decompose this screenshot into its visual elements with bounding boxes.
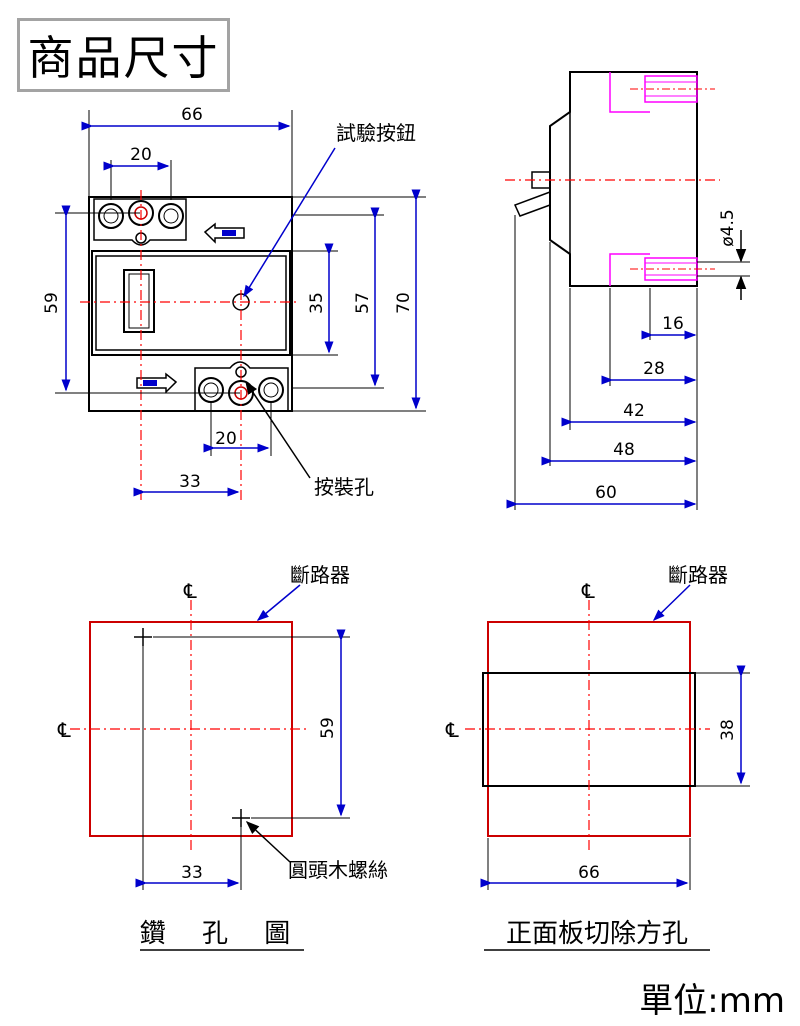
side-view: ø4.5 16 28 42 48 60 (505, 71, 750, 510)
dim-text-drill-33: 33 (181, 863, 203, 883)
dim-text-66: 66 (181, 105, 203, 125)
top-terminal-left (98, 203, 124, 229)
handle-inner (128, 273, 150, 329)
cutout-cl-left: ℄ (445, 718, 459, 742)
cutout-diagram: 38 66 ℄ ℄ 斷路器 正面板切除方孔 (445, 563, 750, 951)
top-terminal-right (158, 203, 184, 229)
dim-text-60: 60 (595, 483, 617, 503)
leader-test-button (243, 147, 336, 298)
leader-mount-hole (245, 380, 311, 479)
dim-text-28: 28 (643, 359, 665, 379)
dim-text-20-top: 20 (130, 145, 152, 165)
dim-text-16: 16 (662, 314, 684, 334)
cutout-cl-top: ℄ (581, 579, 595, 603)
dim-text-33-front: 33 (179, 472, 201, 492)
dim-text-20-bottom: 20 (215, 429, 237, 449)
leader-breaker-2 (652, 584, 691, 622)
caption-drill: 鑽 孔 圖 (140, 919, 305, 949)
label-breaker-2: 斷路器 (668, 563, 728, 587)
front-window-frame (91, 250, 291, 356)
caption-cutout: 正面板切除方孔 (506, 919, 688, 949)
leader-round-screw (245, 820, 291, 863)
dim-text-cutout-66: 66 (578, 863, 600, 883)
drill-diagram: 59 33 ℄ ℄ 斷路器 圓頭木螺絲 鑽 孔 圖 (57, 563, 388, 951)
handle-slot (123, 269, 155, 333)
label-round-screw: 圓頭木螺絲 (288, 858, 388, 882)
dim-text-phi: ø4.5 (718, 209, 738, 246)
leader-breaker-1 (256, 584, 301, 621)
dim-text-48: 48 (613, 440, 635, 460)
flow-arrow-top (203, 222, 245, 244)
label-mount-hole: 按裝孔 (314, 475, 374, 499)
side-handle (513, 191, 551, 217)
page-title: 商品尺寸 (17, 18, 230, 92)
front-window-inner (95, 255, 287, 351)
front-body-outline (88, 196, 293, 412)
dim-text-cutout-38: 38 (718, 719, 738, 741)
flow-arrow-bottom (136, 372, 178, 394)
drill-cl-top: ℄ (183, 579, 197, 603)
front-view: 66 20 59 35 57 70 20 33 試驗按鈕 按裝孔 (42, 105, 426, 500)
dim-text-35: 35 (307, 292, 327, 314)
bottom-terminal-block (194, 361, 289, 410)
dim-text-70: 70 (394, 292, 414, 314)
unit-label: 單位:mm (639, 981, 785, 1021)
label-test-button: 試驗按鈕 (336, 121, 416, 145)
bottom-terminal-right (258, 377, 284, 403)
bottom-terminal-left (198, 377, 224, 403)
top-terminal-block (93, 198, 187, 246)
drill-cl-left: ℄ (57, 718, 71, 742)
dim-text-drill-59: 59 (318, 717, 338, 739)
dim-text-59: 59 (42, 292, 62, 314)
dim-text-42: 42 (623, 401, 645, 421)
label-breaker-1: 斷路器 (290, 563, 350, 587)
dim-text-57: 57 (353, 292, 373, 314)
